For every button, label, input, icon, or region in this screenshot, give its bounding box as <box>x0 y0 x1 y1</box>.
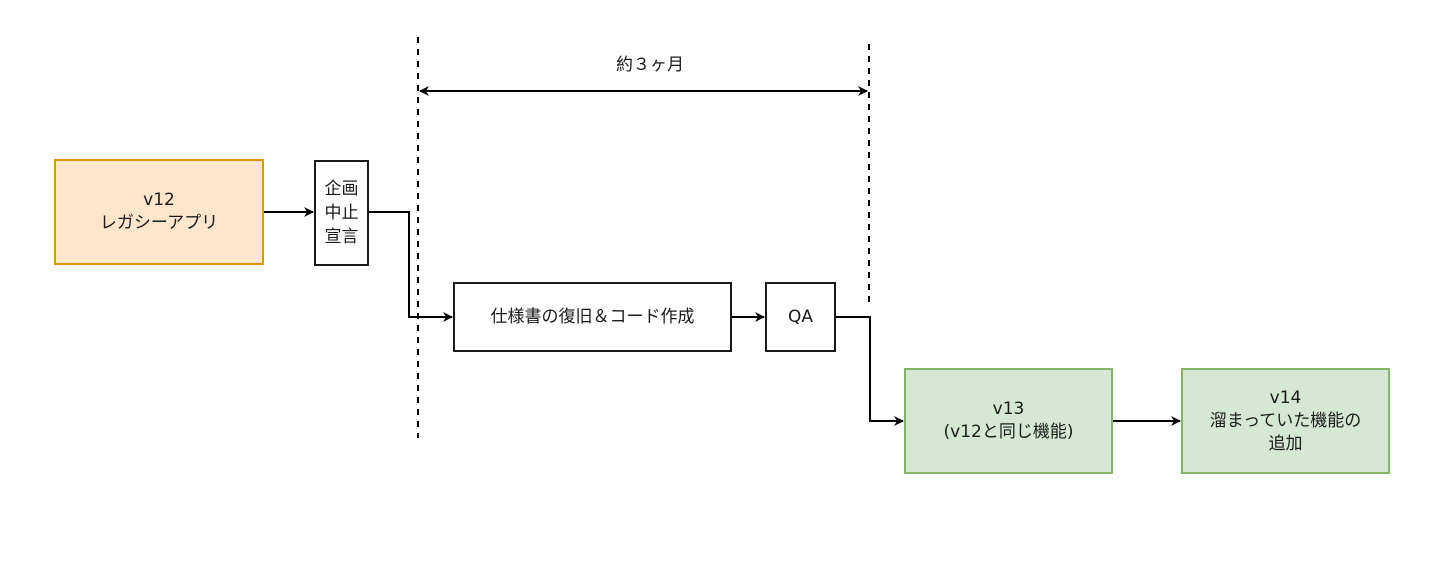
node-qa[interactable]: QA <box>765 282 836 352</box>
node-v13[interactable]: v13 (v12と同じ機能) <box>904 368 1113 474</box>
node-v12-legacy-app[interactable]: v12 レガシーアプリ <box>54 159 264 265</box>
node-spec-restore-and-coding[interactable]: 仕様書の復旧＆コード作成 <box>453 282 732 352</box>
node-project-cancel-declaration[interactable]: 企画 中止 宣言 <box>314 160 369 266</box>
duration-label: 約３ヶ月 <box>616 55 684 75</box>
node-v14[interactable]: v14 溜まっていた機能の 追加 <box>1181 368 1390 474</box>
edge-cancel-to-spec <box>369 211 453 322</box>
edge-qa-to-v13 <box>836 316 904 426</box>
